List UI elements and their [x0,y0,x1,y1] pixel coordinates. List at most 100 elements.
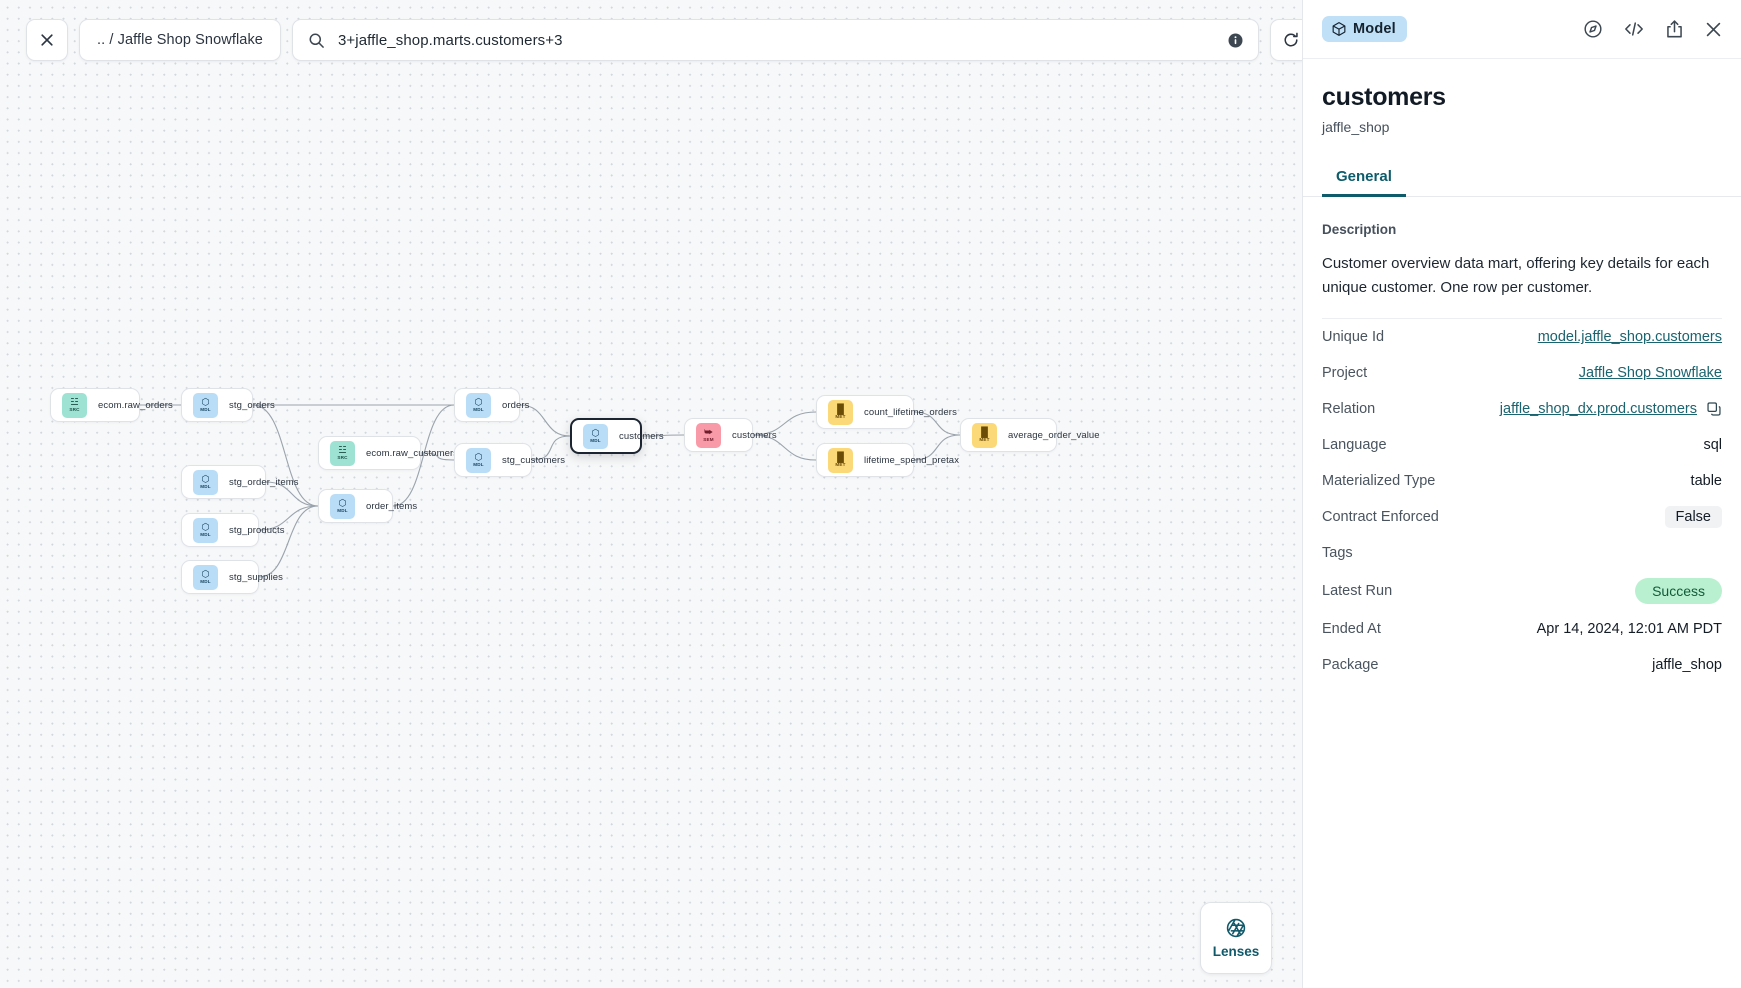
search-icon [309,33,324,48]
lenses-label: Lenses [1212,944,1260,959]
node-label: stg_products [229,524,285,536]
description-text: Customer overview data mart, offering ke… [1322,252,1722,320]
metadata-value-wrap: False [1664,506,1722,529]
lineage-node-orders[interactable]: ⬡MDL orders [454,388,529,422]
metadata-row: Language sql [1322,427,1722,463]
badge-glyph: █ [837,451,844,463]
node-label: order_items [366,500,418,512]
lineage-node-ecom_raw_customers[interactable]: ☳SRC ecom.raw_customers [318,436,458,470]
panel-body: Description Customer overview data mart,… [1303,197,1741,988]
node-type-badge-mdl-icon: ⬡MDL [466,392,491,418]
node-type-badge-mdl-icon: ⬡MDL [193,469,218,495]
close-icon[interactable] [1704,20,1723,39]
node-label: orders [502,399,530,411]
status-badge: Success [1635,578,1722,605]
panel-action-icons [1583,19,1723,39]
lineage-node-stg_customers[interactable]: ⬡MDL stg_customers [454,443,565,477]
metadata-value-wrap: sql [1703,437,1722,453]
node-type-badge-met-icon: █MET [828,399,853,425]
metadata-key: Unique Id [1322,329,1385,346]
lineage-node-stg_orders[interactable]: ⬡MDL stg_orders [181,388,275,422]
node-label: customers [619,430,664,442]
node-label: stg_orders [229,399,275,411]
badge-type-text: MDL [200,578,211,584]
node-label: lifetime_spend_pretax [864,454,960,466]
info-icon[interactable] [1227,32,1244,49]
lineage-node-stg_order_items[interactable]: ⬡MDL stg_order_items [181,465,299,499]
code-icon[interactable] [1623,19,1645,39]
node-label: stg_order_items [229,476,299,488]
panel-topbar: Model [1303,0,1741,59]
status-badge: False [1664,506,1722,529]
metadata-key: Tags [1322,545,1353,562]
badge-type-text: MDL [200,483,211,489]
copy-icon[interactable] [1706,401,1722,417]
metadata-key: Language [1322,437,1387,454]
node-type-badge-src-icon: ☳SRC [330,440,355,466]
metadata-value-wrap: table [1691,473,1722,489]
lenses-button[interactable]: Lenses [1200,902,1272,974]
badge-type-text: MDL [337,507,348,513]
badge-type-text: MDL [473,461,484,467]
metadata-key: Contract Enforced [1322,509,1439,526]
breadcrumb[interactable]: .. / Jaffle Shop Snowflake [79,19,281,61]
metadata-row: Unique Id model.jaffle_shop.customers [1322,319,1722,355]
metadata-link[interactable]: Jaffle Shop Snowflake [1578,365,1722,382]
model-type-pill[interactable]: Model [1322,16,1407,42]
node-label: stg_supplies [229,571,284,583]
badge-type-text: SRC [337,454,348,460]
page-title: customers [1322,83,1446,111]
node-type-badge-mdl-icon: ⬡MDL [330,493,355,519]
node-type-badge-mdl-icon: ⬡MDL [193,517,218,543]
model-pill-label: Model [1353,21,1396,37]
badge-type-text: MET [835,413,846,419]
metadata-row: Contract Enforced False [1322,499,1722,535]
metadata-value-wrap: jaffle_shop [1652,657,1722,673]
description-label: Description [1322,222,1397,237]
canvas-toolbar: .. / Jaffle Shop Snowflake 3+jaffle_shop… [26,19,1302,61]
search-bar[interactable]: 3+jaffle_shop.marts.customers+3 [291,19,1259,61]
explore-icon[interactable] [1583,19,1603,39]
node-type-badge-mdl-icon: ⬡MDL [193,392,218,418]
node-label: customers [732,429,777,441]
node-label: stg_customers [502,454,566,466]
tab-general[interactable]: General [1322,168,1406,197]
metadata-link[interactable]: model.jaffle_shop.customers [1537,329,1722,346]
metadata-row: Package jaffle_shop [1322,647,1722,683]
metadata-link[interactable]: jaffle_shop_dx.prod.customers [1499,401,1697,418]
node-label: average_order_value [1008,429,1100,441]
metadata-key: Materialized Type [1322,473,1436,490]
badge-type-text: MDL [473,406,484,412]
node-type-badge-mdl-icon: ⬡MDL [583,423,608,449]
metadata-value: jaffle_shop [1652,657,1722,674]
details-panel: Model [1302,0,1741,988]
metadata-row: Tags [1322,535,1722,571]
badge-glyph: ⬡ [201,396,210,408]
lineage-node-order_items[interactable]: ⬡MDL order_items [318,489,417,523]
lineage-node-stg_supplies[interactable]: ⬡MDL stg_supplies [181,560,283,594]
refresh-button[interactable] [1269,19,1302,61]
node-type-badge-met-icon: █MET [972,422,997,448]
lineage-node-stg_products[interactable]: ⬡MDL stg_products [181,513,284,547]
node-type-badge-mdl-icon: ⬡MDL [466,447,491,473]
lineage-node-average_order_value[interactable]: █MET average_order_value [960,418,1100,452]
search-input[interactable]: 3+jaffle_shop.marts.customers+3 [337,31,563,49]
badge-glyph: ⬡ [591,427,600,439]
panel-tabs: General [1303,168,1741,197]
metadata-key: Project [1322,365,1368,382]
metadata-key: Ended At [1322,621,1381,638]
share-icon[interactable] [1665,19,1684,39]
close-button[interactable] [26,19,68,61]
badge-glyph: ⬡ [201,568,210,580]
node-label: ecom.raw_customers [366,447,459,459]
lineage-node-customers_model[interactable]: ⬡MDL customers [570,418,664,454]
aperture-icon [1226,918,1246,938]
metadata-key: Package [1322,657,1379,674]
